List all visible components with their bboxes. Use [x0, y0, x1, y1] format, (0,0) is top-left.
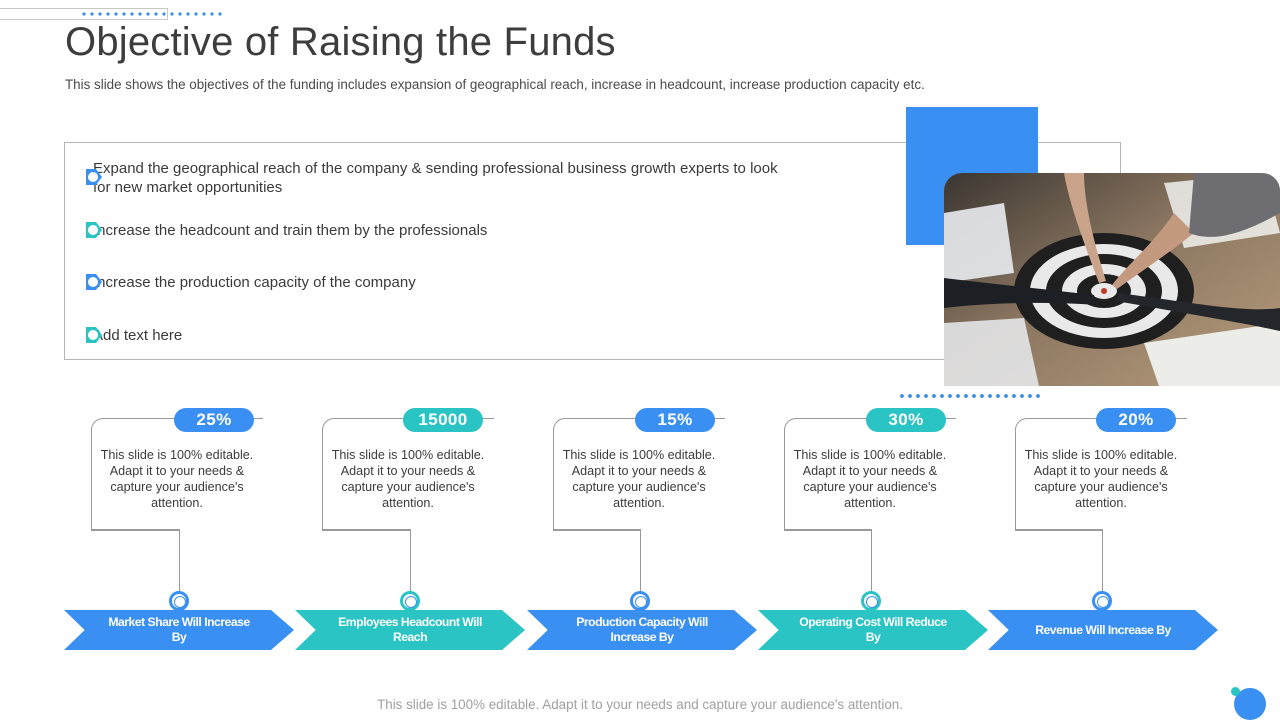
target-ring-icon [630, 591, 650, 611]
metric-card-base [91, 529, 180, 531]
metric-label: Employees Headcount Will Reach [338, 615, 482, 644]
metric-description: This slide is 100% editable. Adapt it to… [793, 448, 947, 510]
objective-text: Add text here [93, 327, 183, 344]
metric-value-badge: 15% [635, 408, 715, 432]
slide-title: Objective of Raising the Funds [65, 20, 616, 64]
metric-card-base [1015, 529, 1103, 531]
target-ring-icon [169, 591, 189, 611]
chevron-right-marker-icon [86, 169, 102, 185]
objective-text: Expand the geographical reach of the com… [93, 160, 778, 196]
objective-text: Increase the headcount and train them by… [93, 222, 488, 239]
chevron-right-marker-icon [86, 222, 102, 238]
metric-value-badge: 15000 [403, 408, 483, 432]
metric-label-chevron: Employees Headcount Will Reach [295, 610, 525, 650]
metric-card-side [553, 428, 554, 529]
top-decor-dots [80, 12, 222, 16]
objectives-panel: Expand the geographical reach of the com… [64, 142, 1121, 360]
metric-card-side [1015, 428, 1016, 529]
metric-card-base [553, 529, 641, 531]
metric-label-chevron: Market Share Will Increase By [64, 610, 294, 650]
metric-description: This slide is 100% editable. Adapt it to… [100, 448, 254, 510]
objective-text: Increase the production capacity of the … [93, 274, 416, 291]
metric-card-side [91, 428, 92, 529]
metric-card-base [784, 529, 872, 531]
metric-label: Market Share Will Increase By [108, 615, 250, 644]
metric-card-base [322, 529, 411, 531]
metric-card-side [322, 428, 323, 529]
metric-value-badge: 30% [866, 408, 946, 432]
chevron-right-marker-icon [86, 327, 102, 343]
chevron-right-marker-icon [86, 274, 102, 290]
target-ring-icon [1092, 591, 1112, 611]
metric-value-badge: 25% [174, 408, 254, 432]
target-photo-illustration [944, 173, 1280, 386]
metric-label: Revenue Will Increase By [1035, 622, 1171, 637]
metric-card-side [784, 428, 785, 529]
metric-connector [871, 529, 872, 591]
objective-item: Increase the headcount and train them by… [86, 221, 793, 240]
target-ring-icon [861, 591, 881, 611]
metric-label: Production Capacity Will Increase By [576, 615, 708, 644]
slide-footer-note: This slide is 100% editable. Adapt it to… [377, 697, 903, 712]
metric-connector [1102, 529, 1103, 591]
metric-connector [410, 529, 411, 591]
metric-label-chevron: Operating Cost Will Reduce By [758, 610, 988, 650]
metric-label-chevron: Production Capacity Will Increase By [527, 610, 757, 650]
photo-decor-dots [898, 393, 1044, 399]
target-ring-icon [400, 591, 420, 611]
objective-item: Expand the geographical reach of the com… [86, 159, 793, 197]
metric-label: Operating Cost Will Reduce By [799, 615, 947, 644]
team-target-photo [944, 173, 1280, 386]
corner-decor-dot [1231, 687, 1240, 696]
metric-description: This slide is 100% editable. Adapt it to… [562, 448, 716, 510]
objective-item: Add text here [86, 326, 793, 345]
slide-subtitle: This slide shows the objectives of the f… [65, 77, 925, 92]
metric-label-chevron: Revenue Will Increase By [988, 610, 1218, 650]
metric-value-badge: 20% [1096, 408, 1176, 432]
objective-item: Increase the production capacity of the … [86, 273, 793, 292]
metric-description: This slide is 100% editable. Adapt it to… [331, 448, 485, 510]
metric-connector [640, 529, 641, 591]
metric-description: This slide is 100% editable. Adapt it to… [1024, 448, 1178, 510]
metric-connector [179, 529, 180, 591]
